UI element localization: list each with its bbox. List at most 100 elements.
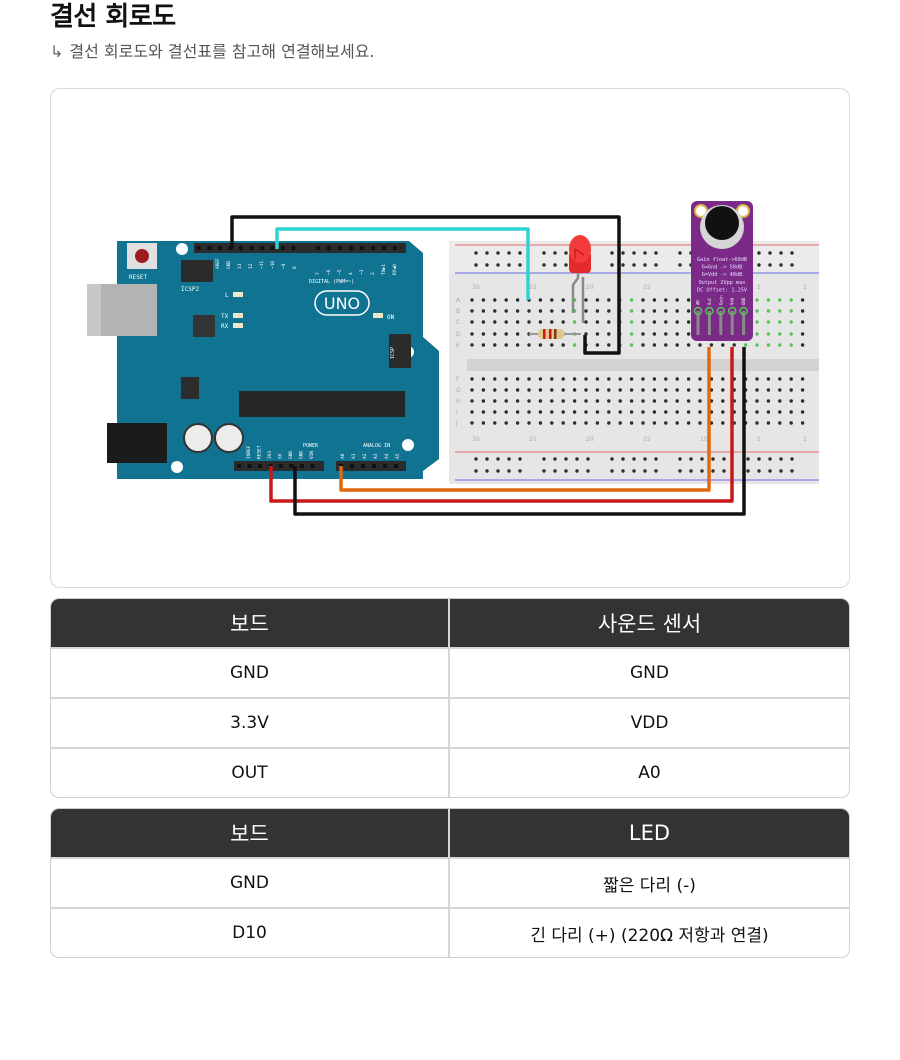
breadboard-hole bbox=[686, 343, 691, 347]
breadboard-hole bbox=[607, 377, 611, 381]
led-rx-label: RX bbox=[221, 323, 229, 330]
breadboard-hole bbox=[652, 399, 657, 403]
breadboard-hole bbox=[664, 320, 668, 324]
breadboard-hole bbox=[766, 399, 771, 403]
rail-hole bbox=[485, 469, 489, 473]
breadboard-hole bbox=[721, 399, 725, 403]
microphone-icon bbox=[705, 206, 739, 240]
header-pin bbox=[372, 464, 376, 468]
breadboard-hole bbox=[778, 298, 782, 302]
breadboard-hole bbox=[789, 298, 793, 302]
breadboard-hole bbox=[561, 298, 565, 302]
table-header-row: 보드 LED bbox=[51, 809, 849, 857]
arduino-uno-board: RESET ICSP2 L TX RX UNO bbox=[87, 241, 439, 479]
wiring-diagram: 303025252020151510105511ABCDEFGHIJ RESET… bbox=[50, 88, 850, 588]
resistor-band bbox=[543, 329, 546, 339]
breadboard-hole bbox=[721, 421, 725, 425]
breadboard-hole bbox=[481, 298, 486, 302]
digital-pin-label: ~11 bbox=[259, 261, 265, 269]
resistor-band bbox=[549, 329, 552, 339]
row-letter-label: C bbox=[456, 319, 460, 326]
breadboard-hole bbox=[800, 410, 805, 414]
breadboard-hole bbox=[778, 410, 782, 414]
rail-hole bbox=[779, 251, 783, 255]
rail-hole bbox=[757, 263, 761, 267]
rail-hole bbox=[610, 457, 614, 461]
rail-hole bbox=[621, 457, 625, 461]
board-pin-cell: GND bbox=[51, 857, 450, 907]
row-letter-label: F bbox=[456, 376, 460, 383]
breadboard-hole bbox=[504, 377, 508, 381]
column-number-label: 5 bbox=[757, 284, 761, 291]
led-anode-mark bbox=[574, 248, 585, 259]
breadboard-hole bbox=[789, 399, 793, 403]
breadboard-hole bbox=[561, 377, 565, 381]
breadboard-hole bbox=[686, 399, 691, 403]
breadboard-hole bbox=[800, 332, 805, 336]
atmega328-chip bbox=[239, 391, 405, 417]
breadboard-hole bbox=[675, 421, 679, 425]
page-title: 결선 회로도 bbox=[50, 2, 176, 32]
header-pin bbox=[327, 246, 331, 250]
breadboard-hole bbox=[493, 298, 497, 302]
breadboard-hole bbox=[755, 388, 759, 392]
header-pin bbox=[360, 246, 364, 250]
breadboard-hole bbox=[538, 343, 543, 347]
arduino-pcb bbox=[117, 241, 439, 479]
rail-hole bbox=[779, 263, 783, 267]
row-letter-label: D bbox=[456, 331, 461, 338]
uno-logo: UNO bbox=[324, 294, 360, 313]
rail-hole bbox=[654, 457, 658, 461]
led-pin-cell: 긴 다리 (+) (220Ω 저항과 연결) bbox=[450, 907, 849, 957]
breadboard-hole bbox=[766, 332, 771, 336]
breadboard-hole bbox=[755, 320, 759, 324]
column-number-label: 25 bbox=[529, 284, 537, 291]
sensor-pin-label: Out bbox=[707, 297, 712, 305]
breadboard-hole bbox=[607, 399, 611, 403]
breadboard-hole bbox=[766, 410, 771, 414]
breadboard-hole bbox=[675, 399, 679, 403]
breadboard-hole bbox=[515, 388, 520, 392]
sensor-silkscreen-line: Gain float->60dB bbox=[697, 257, 747, 263]
breadboard-hole bbox=[584, 377, 588, 381]
breadboard-hole bbox=[538, 298, 543, 302]
sensor-pin-label: AR bbox=[696, 300, 701, 305]
rail-hole bbox=[485, 251, 489, 255]
atmega16u2-chip bbox=[193, 315, 215, 337]
breadboard-hole bbox=[584, 309, 588, 313]
breadboard-hole bbox=[664, 410, 668, 414]
breadboard-hole bbox=[641, 399, 645, 403]
breadboard-hole bbox=[595, 309, 600, 313]
breadboard-hole bbox=[481, 320, 486, 324]
breadboard-hole bbox=[595, 320, 600, 324]
breadboard-hole bbox=[572, 410, 577, 414]
header-pin bbox=[281, 246, 285, 250]
red-led bbox=[569, 235, 591, 323]
power-pin-label: 5V bbox=[278, 453, 284, 459]
breadboard-hole bbox=[493, 388, 497, 392]
wire-a0-sensor-out bbox=[339, 347, 711, 492]
rail-hole bbox=[632, 263, 636, 267]
digital-pin-label: AREF bbox=[215, 258, 221, 269]
rail-hole bbox=[553, 457, 557, 461]
sensor-pin-cell: GND bbox=[450, 647, 849, 697]
rail-hole bbox=[632, 469, 636, 473]
rail-hole bbox=[790, 251, 794, 255]
breadboard-hole bbox=[515, 309, 520, 313]
icsp-header bbox=[389, 334, 411, 368]
breadboard-hole bbox=[698, 388, 702, 392]
rail-hole bbox=[768, 469, 772, 473]
wiring-diagram-canvas: 303025252020151510105511ABCDEFGHIJ RESET… bbox=[87, 201, 819, 516]
breadboard-hole bbox=[675, 298, 679, 302]
breadboard-hole bbox=[527, 377, 531, 381]
led-l bbox=[233, 292, 243, 297]
breadboard-hole bbox=[789, 320, 793, 324]
rail-hole bbox=[610, 251, 614, 255]
breadboard-hole bbox=[607, 343, 611, 347]
breadboard-hole bbox=[675, 377, 679, 381]
breadboard-hole bbox=[755, 298, 759, 302]
breadboard-hole bbox=[607, 421, 611, 425]
column-number-label: 20 bbox=[586, 284, 594, 291]
column-number-label: 10 bbox=[700, 436, 708, 443]
board-pin-cell: 3.3V bbox=[51, 697, 450, 747]
